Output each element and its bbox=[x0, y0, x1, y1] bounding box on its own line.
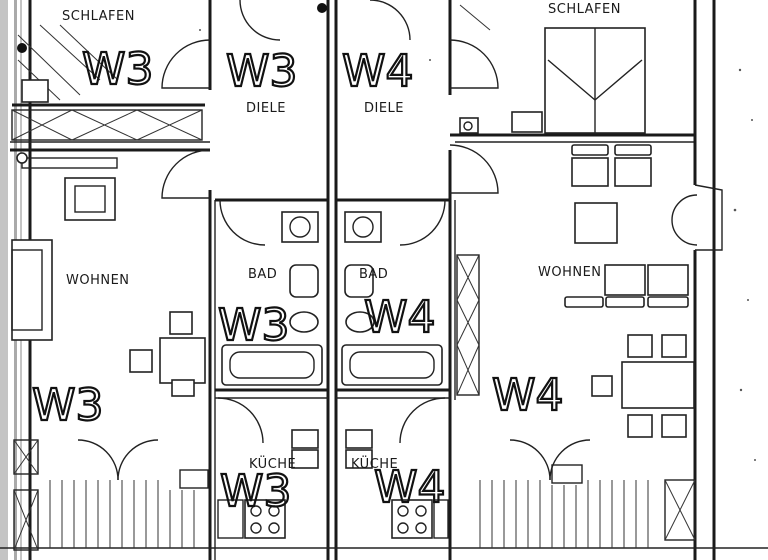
unit-mark-w3-bad: W3 bbox=[218, 300, 290, 351]
room-label-schlafen-right: SCHLAFEN bbox=[548, 2, 621, 17]
unit-mark-w4-wohnen: W4 bbox=[492, 370, 564, 421]
unit-mark-w4-bad: W4 bbox=[364, 292, 436, 343]
room-label-schlafen-left: SCHLAFEN bbox=[62, 9, 135, 24]
furniture bbox=[11, 3, 695, 539]
room-label-wohnen-left: WOHNEN bbox=[66, 273, 130, 288]
room-label-kueche-left: KÜCHE bbox=[249, 455, 296, 472]
unit-mark-w3-wohnen: W3 bbox=[32, 380, 104, 431]
unit-mark-w3-schlafen: W3 bbox=[82, 44, 154, 95]
door-swings bbox=[77, 0, 723, 481]
room-label-diele-left: DIELE bbox=[246, 101, 286, 116]
unit-marks: W3 W3 W4 W3 W4 W3 W4 W3 W4 bbox=[31, 43, 565, 518]
room-label-diele-right: DIELE bbox=[364, 101, 404, 116]
room-label-kueche-right: KÜCHE bbox=[351, 455, 398, 472]
room-label-wohnen-right: WOHNEN bbox=[538, 265, 602, 280]
unit-mark-w3-kueche: W3 bbox=[220, 466, 292, 517]
unit-mark-w4-kueche: W4 bbox=[374, 462, 446, 513]
unit-mark-w4-diele: W4 bbox=[342, 46, 414, 97]
room-label-bad-left: BAD bbox=[248, 267, 277, 282]
hatched-walls bbox=[11, 4, 696, 551]
room-label-bad-right: BAD bbox=[359, 267, 388, 282]
balcony-railing bbox=[49, 480, 649, 548]
room-labels: SCHLAFEN SCHLAFEN DIELE DIELE WOHNEN WOH… bbox=[62, 2, 621, 472]
unit-mark-w3-diele: W3 bbox=[226, 46, 298, 97]
